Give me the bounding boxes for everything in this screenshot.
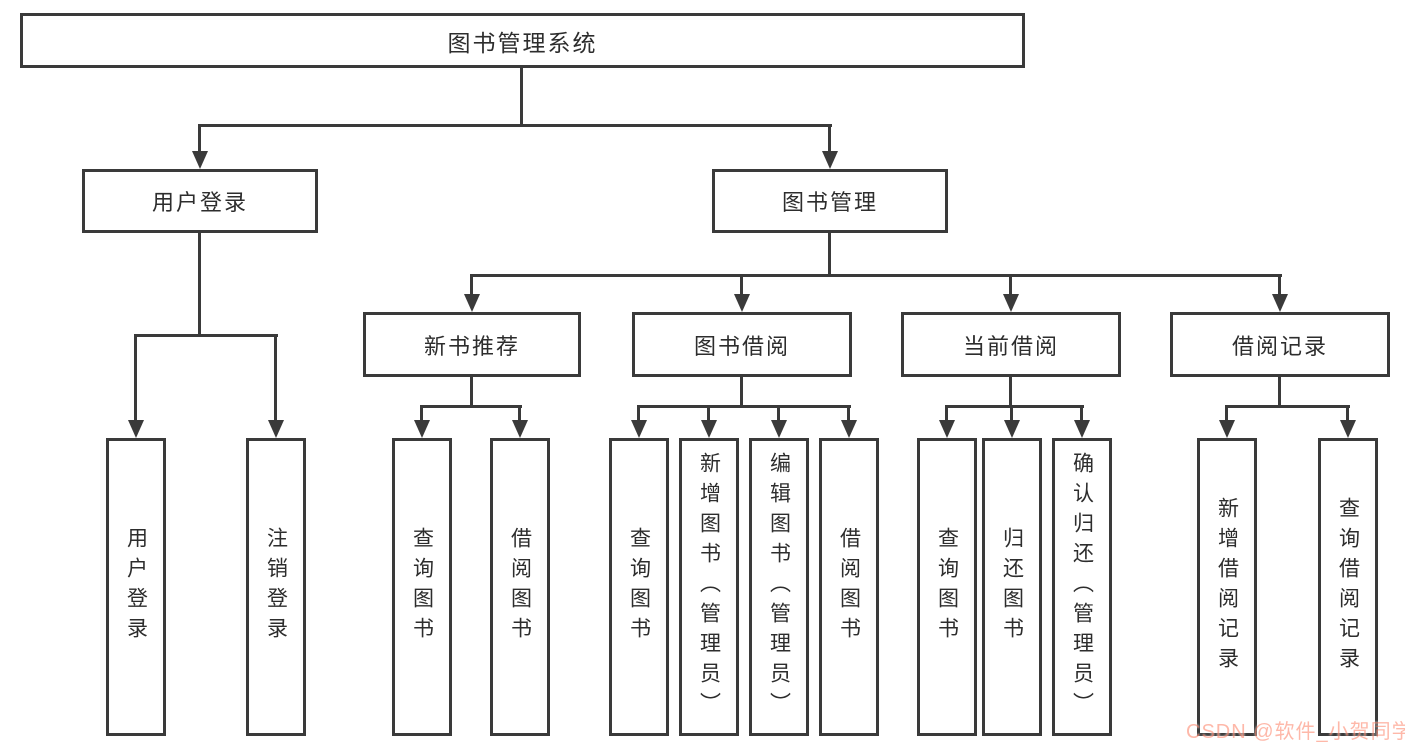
arrow-down-icon	[192, 151, 208, 169]
node-leaf-br-query-record: 查询借阅记录	[1318, 438, 1378, 736]
connector-nbr-horizontal	[420, 405, 522, 408]
node-user-login-label: 用户登录	[151, 190, 248, 215]
connector-bookmgmt-stub-2	[740, 274, 743, 296]
node-current-borrowing-label: 当前借阅	[962, 333, 1059, 359]
csdn-watermark: CSDN @软件_小贺同学	[1186, 721, 1405, 743]
connector-br-stub-2	[1346, 405, 1349, 422]
connector-cb-horizontal	[945, 405, 1084, 408]
connector-userlogin-stub-1	[134, 334, 137, 422]
node-new-book-recommend-label: 新书推荐	[423, 333, 520, 359]
arrow-down-icon	[1004, 420, 1020, 438]
arrow-down-icon	[512, 420, 528, 438]
connector-bb-horizontal	[637, 405, 851, 408]
node-book-management-label: 图书管理	[781, 190, 878, 215]
connector-cb-stub-2	[1010, 405, 1013, 422]
node-leaf-bb-edit-books-admin-label: 编辑图书（管理员）	[767, 452, 791, 722]
node-leaf-bb-borrow-books: 借阅图书	[819, 438, 879, 736]
arrow-down-icon	[1074, 420, 1090, 438]
node-leaf-cb-query-books: 查询图书	[917, 438, 977, 736]
node-book-borrowing-label: 图书借阅	[693, 333, 790, 359]
arrow-down-icon	[822, 151, 838, 169]
arrow-down-icon	[1340, 420, 1356, 438]
arrow-down-icon	[464, 294, 480, 312]
connector-bb-vertical	[740, 377, 743, 408]
connector-userlogin-vertical	[198, 233, 201, 337]
node-leaf-bb-edit-books-admin: 编辑图书（管理员）	[749, 438, 809, 736]
connector-bb-stub-2	[707, 405, 710, 422]
connector-nbr-stub-1	[420, 405, 423, 422]
node-leaf-bb-add-books-admin: 新增图书（管理员）	[679, 438, 739, 736]
connector-cb-vertical	[1009, 377, 1012, 408]
node-leaf-nbr-borrow-books-label: 借阅图书	[508, 527, 532, 647]
node-leaf-cb-return-books: 归还图书	[982, 438, 1042, 736]
connector-br-vertical	[1278, 377, 1281, 408]
node-leaf-cb-confirm-return-admin-label: 确认归还（管理员）	[1070, 452, 1094, 722]
connector-cb-stub-3	[1080, 405, 1083, 422]
node-leaf-bb-query-books: 查询图书	[609, 438, 669, 736]
connector-cb-stub-1	[945, 405, 948, 422]
arrow-down-icon	[268, 420, 284, 438]
node-user-login: 用户登录	[82, 169, 318, 233]
arrow-down-icon	[1003, 294, 1019, 312]
connector-nbr-stub-2	[518, 405, 521, 422]
node-leaf-cb-return-books-label: 归还图书	[1000, 527, 1024, 647]
node-leaf-nbr-query-books-label: 查询图书	[410, 527, 434, 647]
arrow-down-icon	[771, 420, 787, 438]
connector-userlogin-stub-2	[274, 334, 277, 422]
arrow-down-icon	[414, 420, 430, 438]
connector-bb-stub-3	[777, 405, 780, 422]
node-leaf-br-add-record: 新增借阅记录	[1197, 438, 1257, 736]
node-borrowing-records-label: 借阅记录	[1231, 333, 1328, 359]
connector-root-vertical	[520, 68, 523, 126]
arrow-down-icon	[734, 294, 750, 312]
arrow-down-icon	[1272, 294, 1288, 312]
connector-root-horizontal	[198, 124, 832, 127]
connector-br-horizontal	[1225, 405, 1350, 408]
node-leaf-bb-query-books-label: 查询图书	[627, 527, 651, 647]
node-leaf-cb-confirm-return-admin: 确认归还（管理员）	[1052, 438, 1112, 736]
connector-bookmgmt-vertical	[828, 233, 831, 277]
node-leaf-br-add-record-label: 新增借阅记录	[1215, 497, 1239, 677]
connector-userlogin-horizontal	[134, 334, 278, 337]
node-leaf-bb-add-books-admin-label: 新增图书（管理员）	[697, 452, 721, 722]
node-leaf-nbr-query-books: 查询图书	[392, 438, 452, 736]
arrow-down-icon	[939, 420, 955, 438]
node-leaf-bb-borrow-books-label: 借阅图书	[837, 527, 861, 647]
node-book-management: 图书管理	[712, 169, 948, 233]
node-leaf-logout-label: 注销登录	[264, 527, 288, 647]
node-leaf-nbr-borrow-books: 借阅图书	[490, 438, 550, 736]
connector-bookmgmt-horizontal	[470, 274, 1282, 277]
node-book-borrowing: 图书借阅	[632, 312, 852, 377]
node-new-book-recommend: 新书推荐	[363, 312, 581, 377]
arrow-down-icon	[1219, 420, 1235, 438]
node-leaf-cb-query-books-label: 查询图书	[935, 527, 959, 647]
connector-nbr-vertical	[470, 377, 473, 408]
connector-bookmgmt-stub-4	[1278, 274, 1281, 296]
node-root: 图书管理系统	[20, 13, 1025, 68]
arrow-down-icon	[631, 420, 647, 438]
node-borrowing-records: 借阅记录	[1170, 312, 1390, 377]
node-leaf-user-login: 用户登录	[106, 438, 166, 736]
connector-root-stub-left	[198, 124, 201, 154]
arrow-down-icon	[701, 420, 717, 438]
node-leaf-user-login-label: 用户登录	[124, 527, 148, 647]
arrow-down-icon	[128, 420, 144, 438]
arrow-down-icon	[841, 420, 857, 438]
node-leaf-logout: 注销登录	[246, 438, 306, 736]
node-leaf-br-query-record-label: 查询借阅记录	[1336, 497, 1360, 677]
node-current-borrowing: 当前借阅	[901, 312, 1121, 377]
connector-bb-stub-4	[847, 405, 850, 422]
node-root-label: 图书管理系统	[447, 29, 598, 56]
connector-bookmgmt-stub-3	[1009, 274, 1012, 296]
connector-bb-stub-1	[637, 405, 640, 422]
connector-root-stub-right	[828, 124, 831, 154]
connector-br-stub-1	[1225, 405, 1228, 422]
connector-bookmgmt-stub-1	[470, 274, 473, 296]
